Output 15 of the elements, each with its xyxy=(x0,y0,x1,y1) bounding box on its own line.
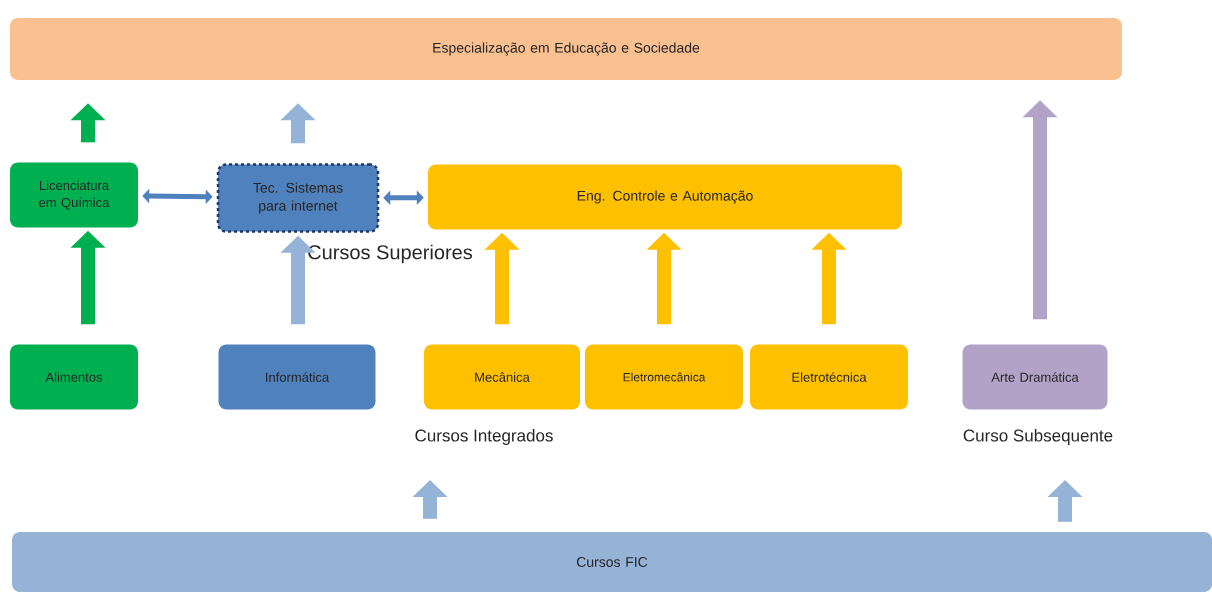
course-box: Informática xyxy=(218,344,376,410)
group-label: Cursos Superiores xyxy=(308,244,473,264)
block-arrow xyxy=(383,190,424,205)
course-box: Alimentos xyxy=(10,344,138,410)
course-box: Mecânica xyxy=(424,344,580,410)
course-box: Eletromecânica xyxy=(585,344,743,410)
group-label: Curso Subsequente xyxy=(963,429,1113,445)
course-box: Arte Dramática xyxy=(962,344,1108,410)
program-band: Cursos FIC xyxy=(12,532,1212,592)
course-box: Licenciatura em Química xyxy=(10,162,138,228)
course-box: Eletrotécnica xyxy=(750,344,908,410)
group-label: Cursos Integrados xyxy=(415,429,553,445)
program-band: Especialização em Educação e Sociedade xyxy=(10,18,1122,80)
course-box: Eng. Controle e Automação xyxy=(428,164,902,230)
course-box: Tec. Sistemas para internet xyxy=(216,163,380,233)
